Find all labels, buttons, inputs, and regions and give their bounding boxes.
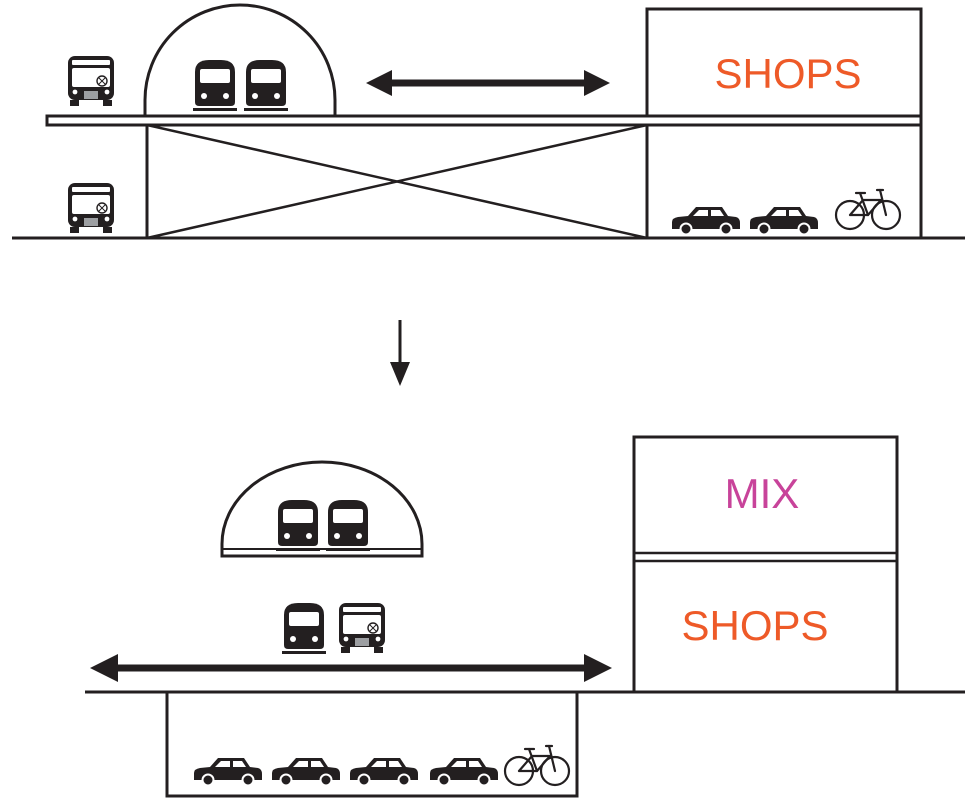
shops-label: SHOPS (714, 50, 861, 97)
car-icon (193, 757, 263, 787)
underground-garage (165, 692, 579, 798)
mix-label: MIX (725, 470, 800, 517)
train-icon (276, 500, 320, 551)
car-icon (271, 757, 341, 787)
car-icon (749, 206, 819, 236)
bus-icon (338, 602, 386, 654)
bus-icon (67, 55, 115, 107)
support-frame (145, 123, 649, 240)
bicycle-icon (834, 188, 902, 231)
station-dome (220, 460, 424, 558)
shops-building (645, 7, 923, 118)
car-icon (429, 757, 499, 787)
train-icon (282, 603, 326, 654)
double-arrow-icon (90, 654, 612, 682)
train-icon (193, 60, 237, 111)
car-icon (349, 757, 419, 787)
down-arrow-icon (390, 320, 410, 386)
mixed-use-building (632, 435, 899, 694)
bus-icon (67, 182, 115, 234)
double-arrow-icon (366, 70, 610, 96)
train-icon (326, 500, 370, 551)
elevated-deck (45, 114, 923, 127)
before-section: SHOPS (12, 3, 965, 240)
station-dome (143, 3, 337, 116)
bicycle-icon (503, 744, 571, 787)
train-icon (244, 60, 288, 111)
car-icon (671, 206, 741, 236)
after-section: MIX SHOPS (85, 435, 965, 798)
shops-label: SHOPS (681, 602, 828, 649)
